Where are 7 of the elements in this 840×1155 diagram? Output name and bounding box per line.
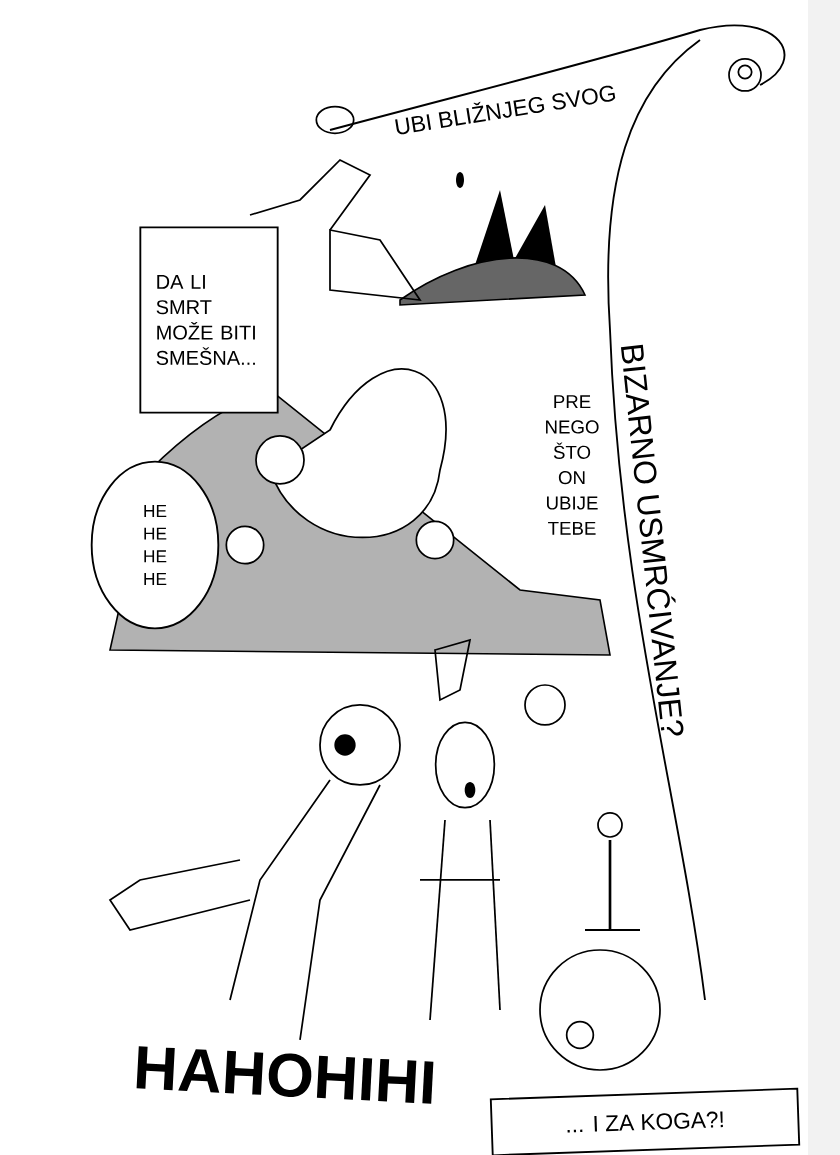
side-text: BIZARNO USMRĆIVANJE? [620,344,684,736]
caption-box: ... I ZA KOGA?! [489,1087,801,1155]
speech-bubble: HE HE HE HE [90,460,220,630]
sound-effect-text: HAHOHIHI [136,1046,434,1104]
sign-board: DA LI SMRT MOŽE BITI SMEŠNA... [139,226,279,414]
scroll-text: UBI BLIŽNJEG SVOG [395,85,616,135]
side-text: PRE NEGO ŠTO ON UBIJE TEBE [546,395,599,535]
